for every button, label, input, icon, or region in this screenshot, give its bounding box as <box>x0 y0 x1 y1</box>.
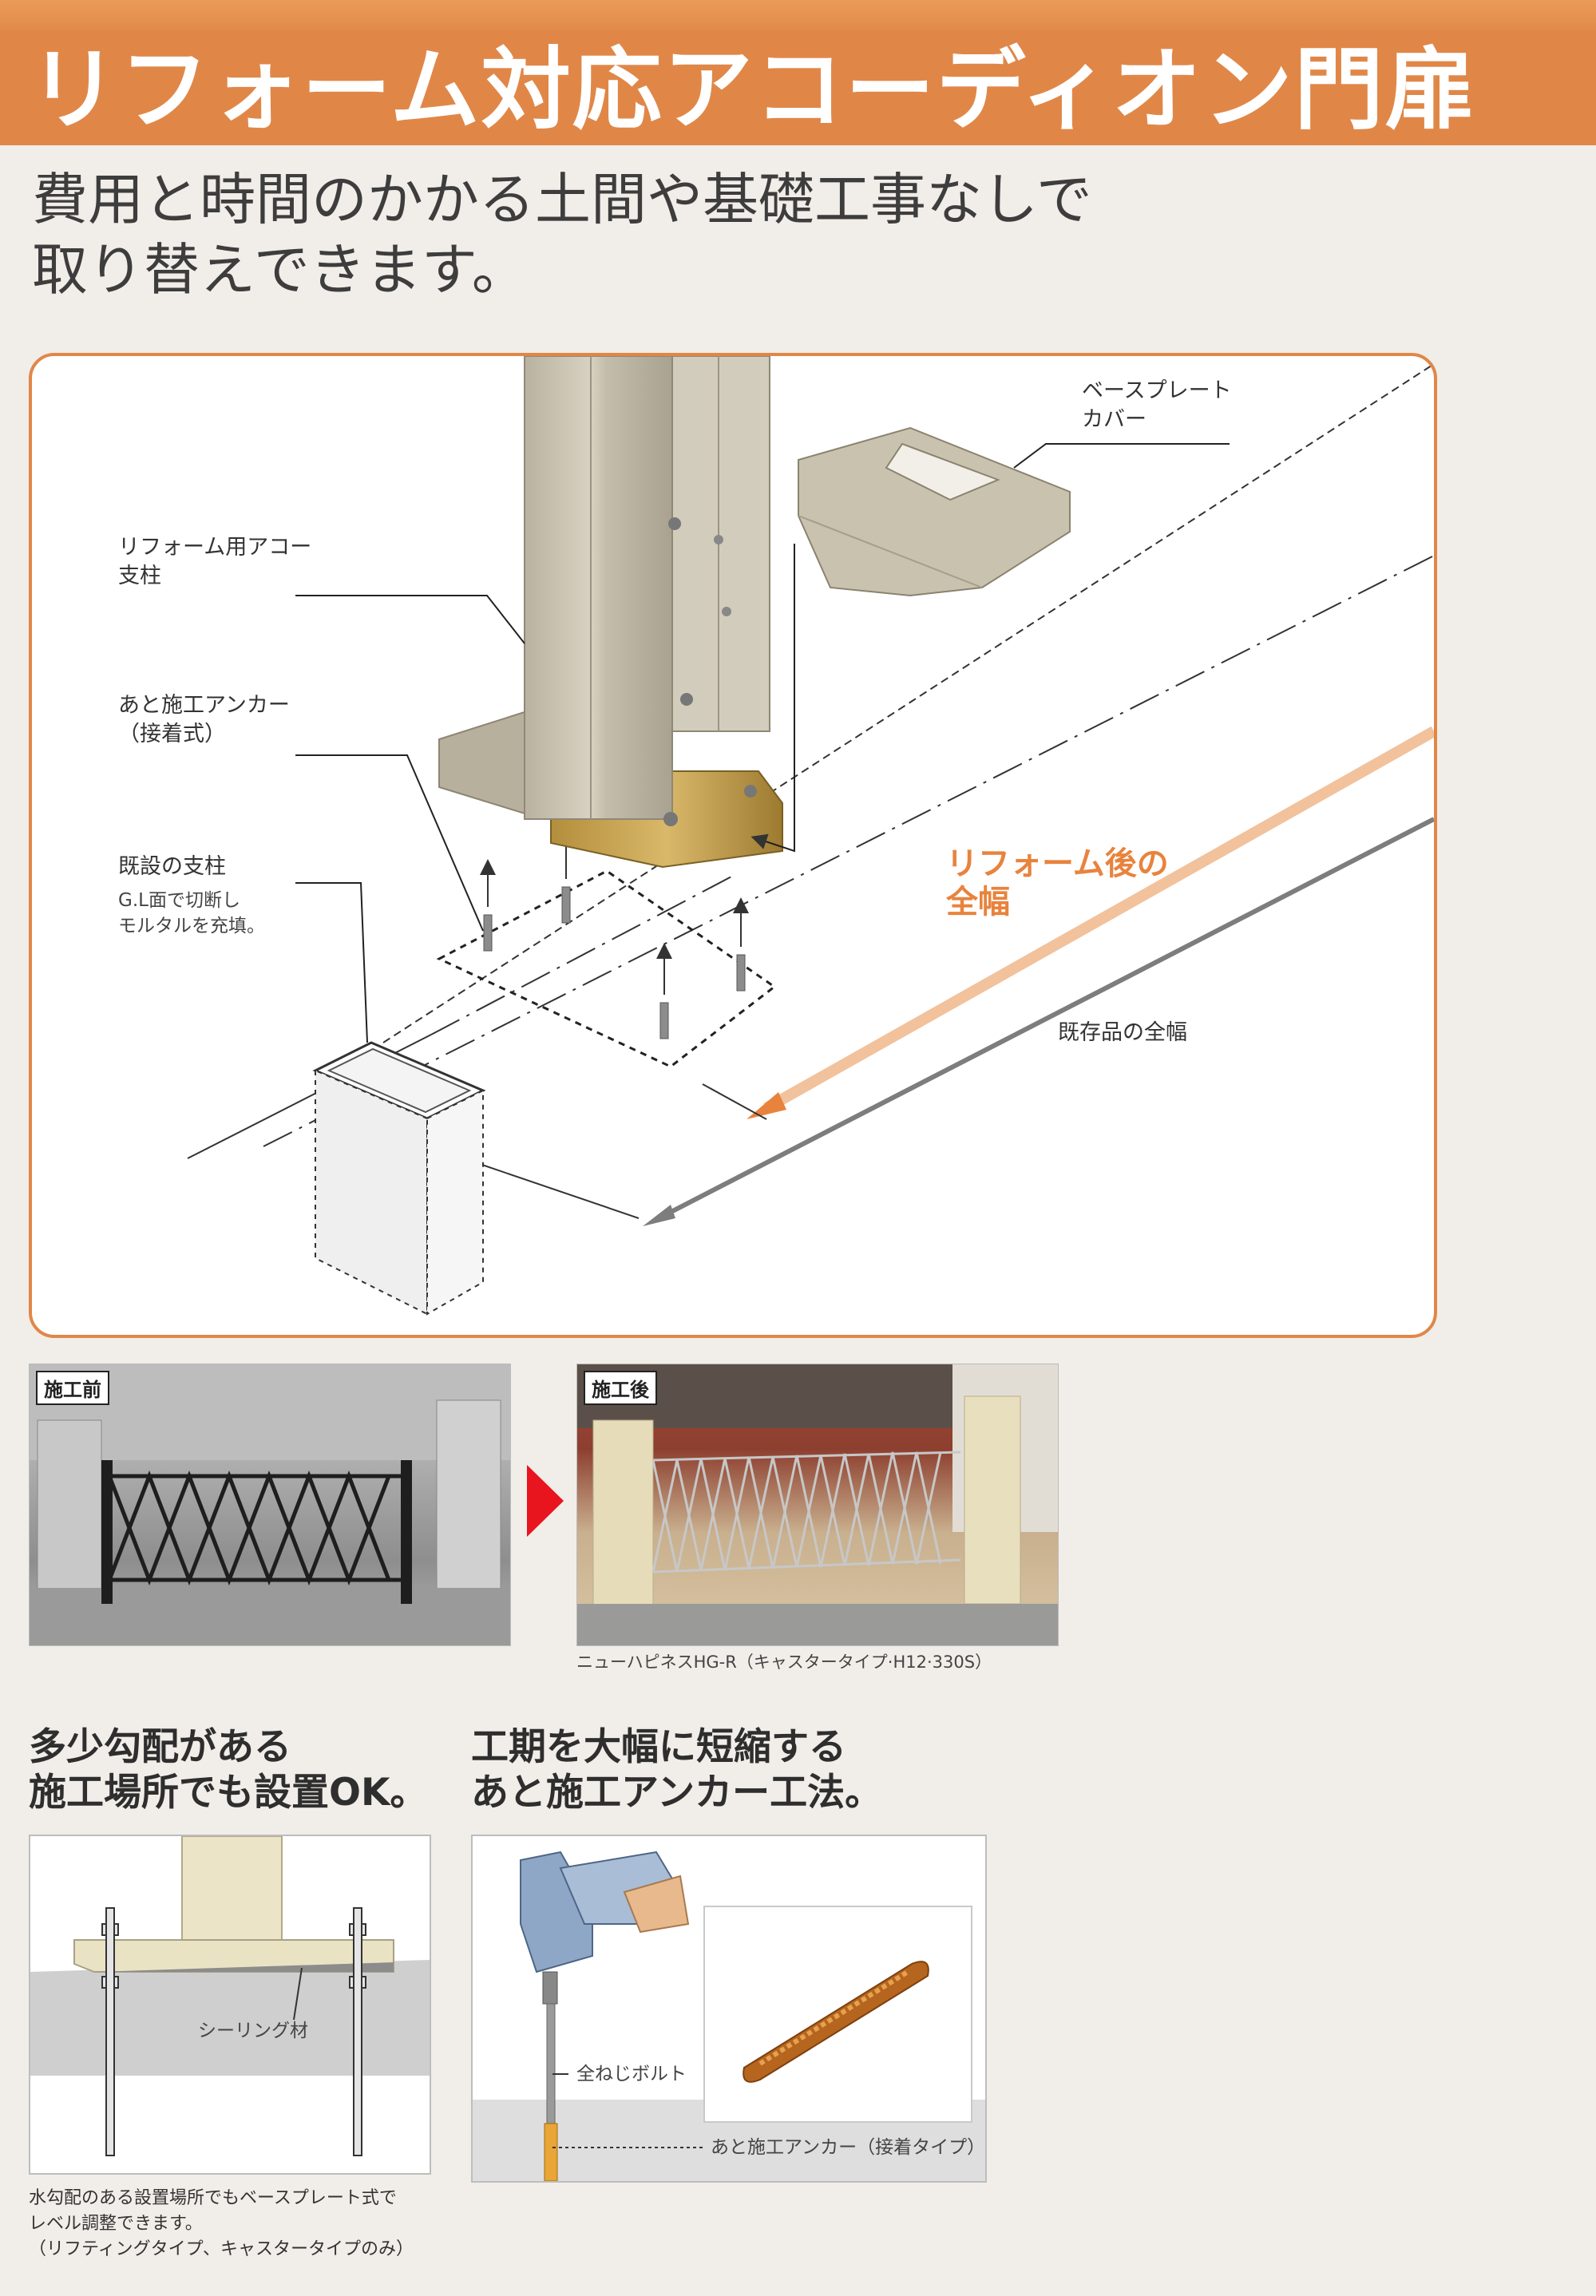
label-existing-post-note: G.L面で切断し モルタルを充填。 <box>118 890 265 937</box>
photo-before-illustration <box>30 1364 510 1645</box>
photo-before: 施工前 <box>29 1364 511 1646</box>
label-anchor-type: あと施工アンカー（接着タイプ） <box>711 2137 986 2158</box>
before-after-arrow-icon <box>527 1465 564 1537</box>
title-bar <box>0 0 1596 145</box>
label-sealing: シーリング材 <box>198 2021 308 2041</box>
installation-diagram-illustration <box>187 356 1434 1316</box>
anchor-heading: 工期を大幅に短縮する あと施工アンカー工法。 <box>471 1725 883 1815</box>
label-full-thread-bolt: 全ねじボルト <box>576 2064 687 2084</box>
photo-after: 施工後 <box>576 1364 1059 1646</box>
tag-before: 施工前 <box>36 1371 109 1405</box>
label-anchor: あと施工アンカー （接着式） <box>118 693 290 747</box>
page-title: リフォーム対応アコーディオン門扉 <box>29 38 1476 142</box>
after-photo-caption: ニューハピネスHG-R（キャスタータイプ·H12·330S） <box>576 1653 992 1672</box>
slope-heading: 多少勾配がある 施工場所でも設置OK。 <box>29 1725 428 1815</box>
slope-panel: シーリング材 <box>29 1835 431 2175</box>
anchor-drill-illustration <box>473 1851 985 2181</box>
anchor-panel: 全ねじボルト あと施工アンカー（接着タイプ） <box>471 1835 987 2183</box>
tag-after: 施工後 <box>584 1371 657 1405</box>
label-reform-post: リフォーム用アコー 支柱 <box>118 535 312 589</box>
photo-after-illustration <box>577 1364 1058 1645</box>
label-existing-width: 既存品の全幅 <box>1058 1020 1187 1045</box>
subtitle-line-2: 取り替えできます。 <box>32 237 528 303</box>
label-base-plate-cover: ベースプレート カバー <box>1082 378 1232 433</box>
slope-illustration <box>30 1836 430 2173</box>
installation-diagram: ベースプレート カバー リフォーム用アコー 支柱 あと施工アンカー （接着式） … <box>29 353 1437 1338</box>
label-after-width: リフォーム後の 全幅 <box>946 845 1169 920</box>
label-existing-post: 既設の支柱 <box>118 854 226 879</box>
subtitle-line-1: 費用と時間のかかる土間や基礎工事なしで <box>32 167 1092 232</box>
slope-note: 水勾配のある設置場所でもベースプレート式で レベル調整できます。 （リフティング… <box>29 2188 414 2259</box>
